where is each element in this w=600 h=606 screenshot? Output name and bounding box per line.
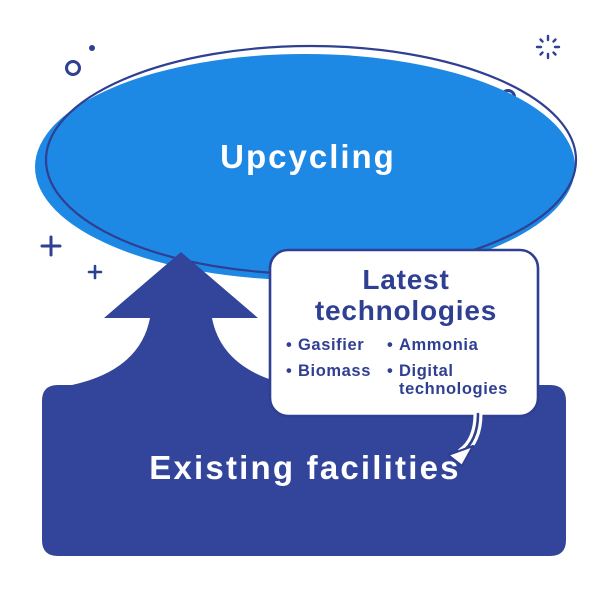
callout-title-line1: Latest (362, 264, 450, 295)
plus-icon (87, 264, 103, 280)
latest-technologies-callout (268, 248, 540, 418)
plus-icon (40, 235, 62, 257)
bullet-icon: • (286, 362, 293, 380)
upcycling-ellipse (35, 54, 575, 280)
technology-item-ammonia: • Ammonia (387, 336, 478, 354)
callout-title-line2: technologies (314, 295, 498, 326)
technology-item-label: Ammonia (399, 336, 479, 354)
ring-icon (65, 60, 81, 76)
technology-item-label-line2: technologies (399, 380, 508, 398)
bullet-icon: • (387, 336, 394, 354)
callout-title: Latest technologies (276, 264, 536, 326)
curved-arrow-icon (446, 409, 483, 468)
bullet-icon: • (286, 336, 293, 354)
existing-facilities-label: Existing facilities (149, 449, 461, 486)
technology-item-biomass: • Biomass (286, 362, 371, 380)
upcycling-label: Upcycling (220, 138, 396, 175)
technology-item-label: Digital (399, 362, 454, 380)
small-dot-icon (89, 45, 95, 51)
technology-item-gasifier: • Gasifier (286, 336, 364, 354)
bullet-icon: • (387, 362, 394, 380)
technology-item-label: Gasifier (298, 336, 365, 354)
technology-item-label: Biomass (298, 362, 371, 380)
technology-item-digital: • Digital technologies (387, 362, 537, 398)
sparkle-icon (535, 34, 561, 60)
